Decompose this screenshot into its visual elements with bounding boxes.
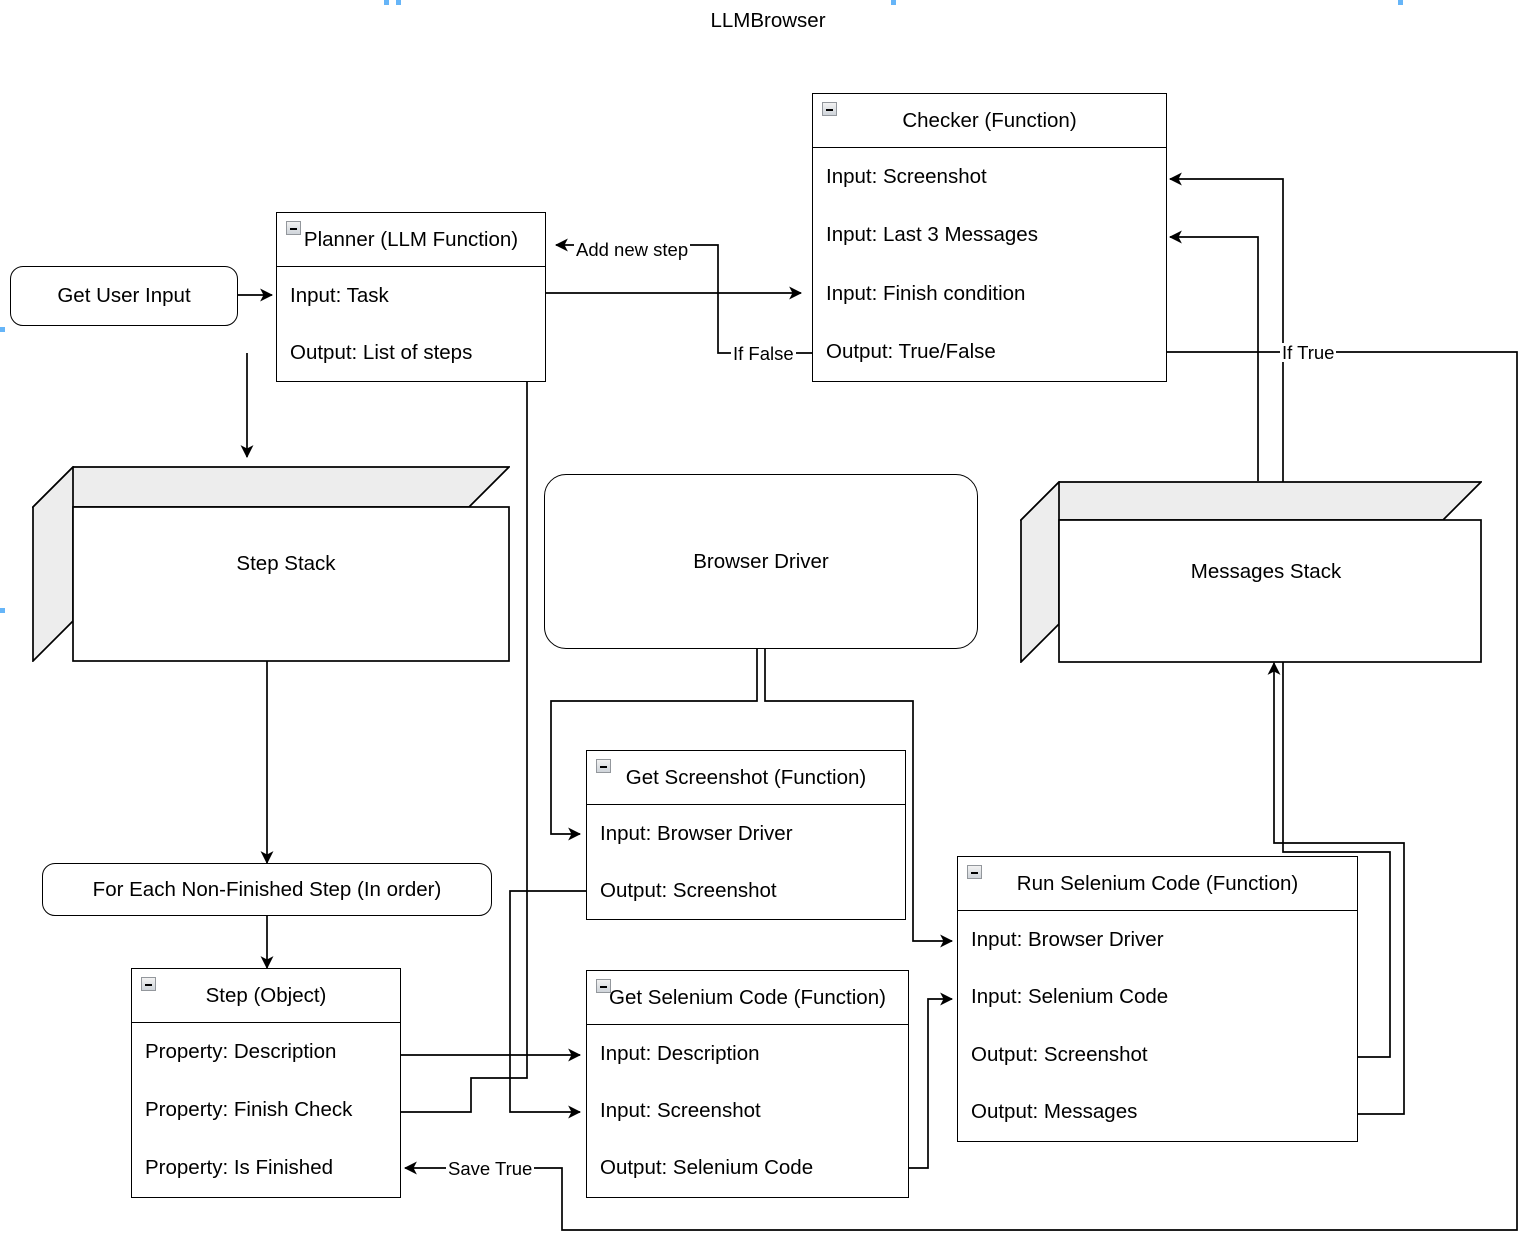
node-get-screenshot-title-bar: Get Screenshot (Function): [587, 751, 905, 805]
row-get-selenium-input-description: Input: Description: [600, 1041, 760, 1065]
node-messages-stack[interactable]: Messages Stack: [1020, 481, 1482, 663]
node-run-selenium-code-rows: Input: Browser Driver Input: Selenium Co…: [958, 911, 1357, 1141]
node-get-user-input-label: Get User Input: [57, 284, 191, 307]
row-planner-output-steps: Output: List of steps: [290, 340, 473, 364]
row-checker-output-true-false: Output: True/False: [826, 339, 996, 363]
row-checker-input-screenshot: Input: Screenshot: [826, 165, 987, 189]
edge-screenshot-to-get-selenium-screenshot: [509, 890, 586, 1119]
node-checker-title: Checker (Function): [902, 108, 1077, 132]
collapse-icon[interactable]: [286, 221, 301, 235]
selection-handle: [396, 0, 401, 5]
node-step-stack-label: Step Stack: [236, 552, 336, 575]
node-checker-title-bar: Checker (Function): [813, 94, 1166, 148]
node-get-screenshot-title: Get Screenshot (Function): [625, 765, 867, 789]
edge-selenium-code-to-run-selenium: [909, 992, 954, 1169]
node-messages-stack-label: Messages Stack: [1190, 560, 1342, 583]
node-get-selenium-code-title-bar: Get Selenium Code (Function): [587, 971, 908, 1025]
edge-label-if-false: If False: [731, 343, 796, 364]
step-stack-shape: [32, 466, 510, 662]
diagram-title: LLMBrowser: [710, 9, 826, 32]
node-for-each-step[interactable]: For Each Non-Finished Step (In order): [42, 863, 492, 916]
node-step-object-title-bar: Step (Object): [132, 969, 400, 1023]
node-browser-driver-label: Browser Driver: [693, 549, 829, 573]
row-run-selenium-input-browser-driver: Input: Browser Driver: [971, 927, 1164, 951]
row-step-property-is-finished: Property: Is Finished: [145, 1156, 333, 1179]
node-step-stack[interactable]: Step Stack: [32, 466, 510, 662]
edge-label-add-new-step: Add new step: [574, 239, 691, 260]
node-planner-rows: Input: Task Output: List of steps: [277, 267, 545, 381]
collapse-icon[interactable]: [596, 759, 611, 773]
node-get-screenshot[interactable]: Get Screenshot (Function) Input: Browser…: [586, 750, 906, 920]
collapse-icon[interactable]: [967, 865, 982, 879]
row-run-selenium-output-screenshot: Output: Screenshot: [971, 1042, 1148, 1066]
node-get-user-input[interactable]: Get User Input: [10, 266, 238, 326]
row-run-selenium-output-messages: Output: Messages: [971, 1100, 1138, 1124]
collapse-icon[interactable]: [596, 979, 611, 993]
node-get-selenium-code[interactable]: Get Selenium Code (Function) Input: Desc…: [586, 970, 909, 1198]
row-get-screenshot-output-screenshot: Output: Screenshot: [600, 878, 777, 902]
collapse-icon[interactable]: [822, 102, 837, 116]
node-get-selenium-code-title: Get Selenium Code (Function): [609, 985, 886, 1009]
row-get-selenium-output-code: Output: Selenium Code: [600, 1156, 814, 1180]
selection-handle: [891, 0, 896, 5]
row-checker-input-finish-condition: Input: Finish condition: [826, 281, 1026, 305]
selection-handle: [384, 0, 389, 5]
row-step-property-finish-check: Property: Finish Check: [145, 1098, 353, 1121]
node-get-selenium-code-rows: Input: Description Input: Screenshot Out…: [587, 1025, 908, 1197]
node-planner-title: Planner (LLM Function): [303, 227, 519, 251]
node-planner-title-bar: Planner (LLM Function): [277, 213, 545, 267]
node-for-each-step-label: For Each Non-Finished Step (In order): [92, 877, 442, 901]
row-step-property-description: Property: Description: [145, 1040, 337, 1063]
selection-handle: [0, 608, 5, 613]
node-browser-driver[interactable]: Browser Driver: [544, 474, 978, 649]
selection-handle: [1398, 0, 1403, 5]
node-step-object-rows: Property: Description Property: Finish C…: [132, 1023, 400, 1197]
node-run-selenium-code-title: Run Selenium Code (Function): [1016, 871, 1299, 895]
node-planner[interactable]: Planner (LLM Function) Input: Task Outpu…: [276, 212, 546, 382]
node-step-object[interactable]: Step (Object) Property: Description Prop…: [131, 968, 401, 1198]
messages-stack-shape: [1020, 481, 1482, 663]
node-checker[interactable]: Checker (Function) Input: Screenshot Inp…: [812, 93, 1167, 382]
edge-messages-stack-to-checker: [1168, 230, 1259, 481]
node-step-object-title: Step (Object): [205, 983, 327, 1007]
collapse-icon[interactable]: [141, 977, 156, 991]
row-planner-input-task: Input: Task: [290, 283, 389, 307]
node-run-selenium-code-title-bar: Run Selenium Code (Function): [958, 857, 1357, 911]
row-run-selenium-input-selenium-code: Input: Selenium Code: [971, 985, 1169, 1009]
node-get-screenshot-rows: Input: Browser Driver Output: Screenshot: [587, 805, 905, 919]
node-run-selenium-code[interactable]: Run Selenium Code (Function) Input: Brow…: [957, 856, 1358, 1142]
row-get-selenium-input-screenshot: Input: Screenshot: [600, 1098, 761, 1122]
selection-handle: [0, 327, 5, 332]
row-checker-input-last-3-messages: Input: Last 3 Messages: [826, 223, 1038, 247]
edge-label-save-true: Save True: [446, 1158, 535, 1179]
row-get-screenshot-input-browser-driver: Input: Browser Driver: [600, 821, 793, 845]
edge-checker-if-false-to-planner: [554, 238, 812, 354]
node-checker-rows: Input: Screenshot Input: Last 3 Messages…: [813, 148, 1166, 381]
edge-label-if-true: If True: [1280, 342, 1337, 363]
